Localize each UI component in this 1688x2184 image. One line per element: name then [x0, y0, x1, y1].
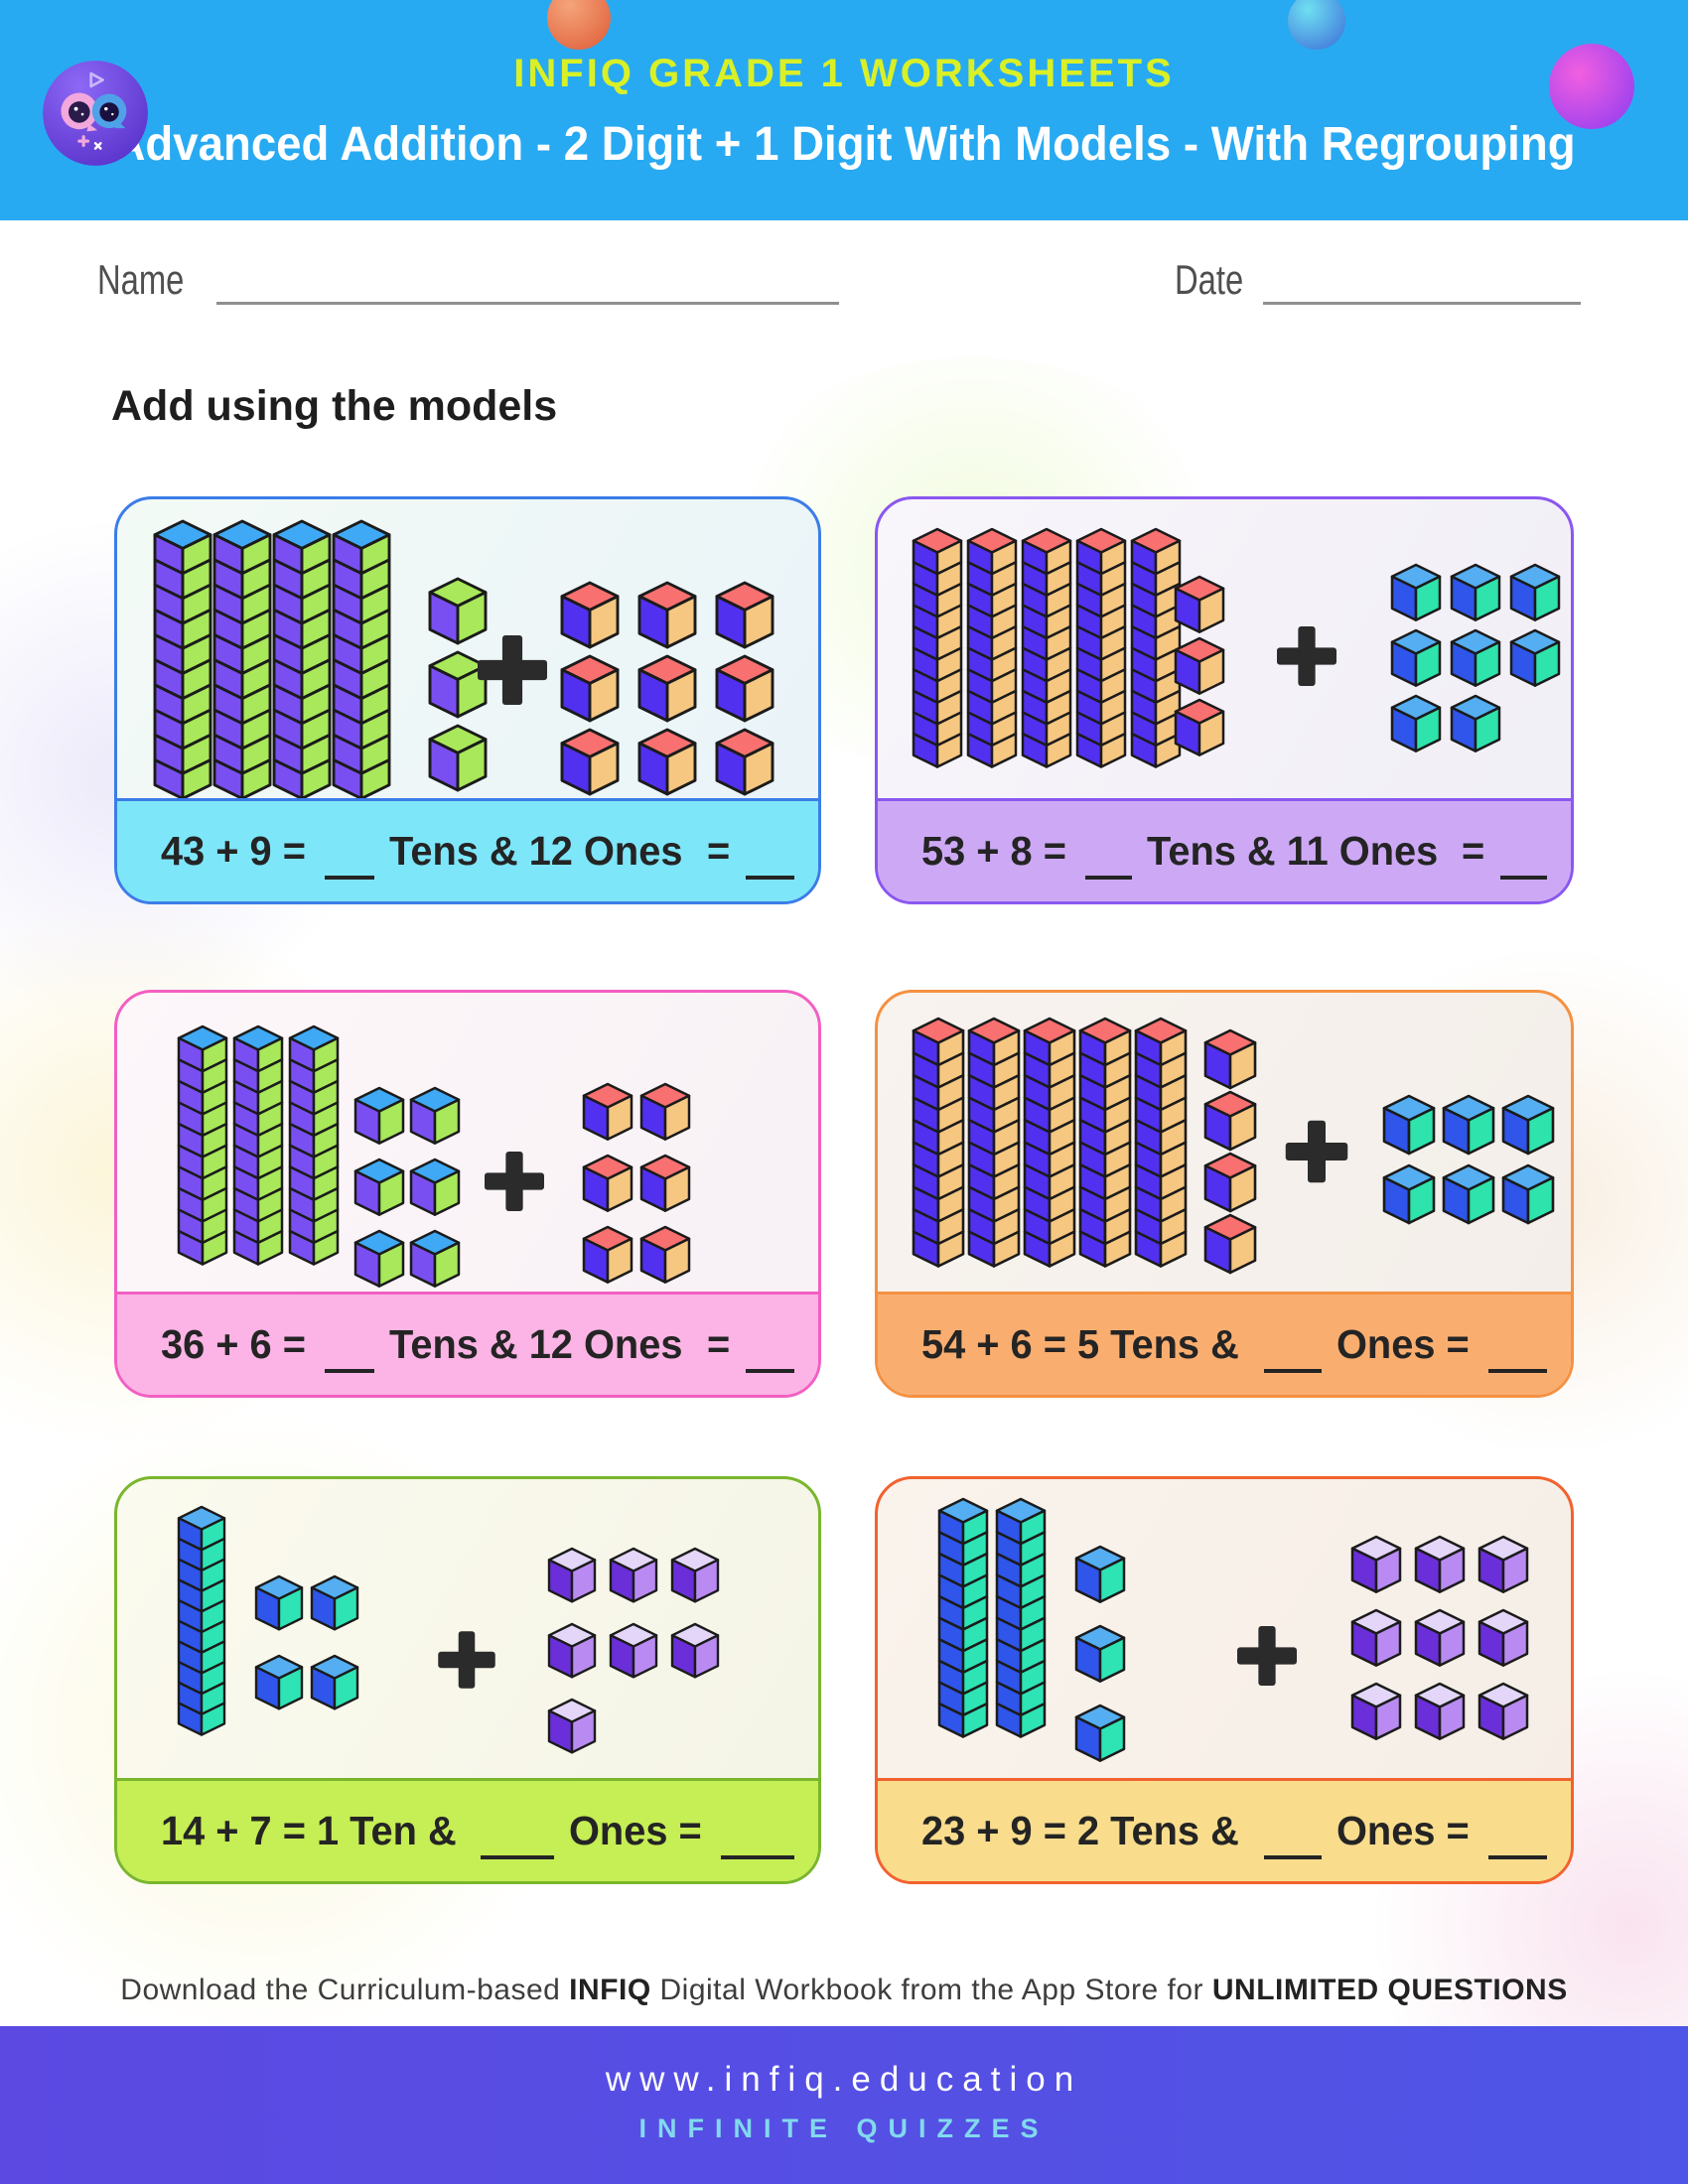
problem-5-card: 14 + 7 = 1 Ten & Ones = [114, 1476, 821, 1884]
problem-3-model-svg [177, 1024, 691, 1288]
problem-2-card: 53 + 8 = Tens & 11 Ones = [875, 496, 1574, 904]
problem-4-card: 54 + 6 = 5 Tens & Ones = [875, 990, 1574, 1398]
name-label: Name [97, 256, 185, 303]
problem-2-equation-text: = [1462, 828, 1485, 874]
problem-4-block-model [878, 993, 1571, 1293]
problem-2-equation-bar: 53 + 8 = Tens & 11 Ones = [878, 798, 1571, 901]
problem-2-answer-blank[interactable] [1085, 824, 1133, 880]
tagline: INFINITE QUIZZES [638, 2114, 1050, 2143]
problem-1-block-model [117, 499, 818, 799]
problem-1-equation-bar: 43 + 9 = Tens & 12 Ones = [117, 798, 818, 901]
footer-segment: INFIQ [569, 1974, 651, 2006]
problem-1-equation-text: 43 + 9 = [161, 828, 306, 874]
problem-3-equation-bar: 36 + 6 = Tens & 12 Ones = [117, 1292, 818, 1395]
problem-6-equation-bar: 23 + 9 = 2 Tens & Ones = [878, 1778, 1571, 1881]
problem-1-equation-text: Tens & 12 Ones [388, 828, 683, 874]
page-title: Advanced Addition - 2 Digit + 1 Digit Wi… [112, 118, 1576, 171]
problem-2-answer-blank[interactable] [1500, 824, 1547, 880]
problem-6-answer-blank[interactable] [1263, 1804, 1323, 1859]
problem-4-answer-blank[interactable] [1263, 1317, 1323, 1373]
problem-4-equation-bar: 54 + 6 = 5 Tens & Ones = [878, 1292, 1571, 1395]
problem-2-model-svg [912, 527, 1561, 768]
problem-6-model-svg [937, 1497, 1529, 1762]
problem-5-answer-blank[interactable] [720, 1804, 794, 1859]
date-label: Date [1175, 256, 1244, 303]
problem-3-equation-text: = [706, 1321, 730, 1367]
problem-4-model-svg [912, 1017, 1555, 1275]
header-banner: INFIQ GRADE 1 WORKSHEETS Advanced Additi… [0, 0, 1688, 220]
sphere-orange [547, 0, 611, 50]
problem-3-block-model [117, 993, 818, 1293]
problem-5-equation-text: 14 + 7 = 1 Ten & [161, 1808, 457, 1853]
problem-3-equation-text: 36 + 6 = [161, 1321, 306, 1367]
footer-segment: UNLIMITED QUESTIONS [1211, 1974, 1568, 2006]
problem-6-equation-text: Ones = [1336, 1808, 1471, 1853]
problem-4-answer-blank[interactable] [1488, 1317, 1547, 1373]
problem-1-answer-blank[interactable] [325, 824, 374, 880]
problem-5-block-model [117, 1479, 818, 1779]
problem-6-card: 23 + 9 = 2 Tens & Ones = [875, 1476, 1574, 1884]
brand-text: INFIQ GRADE 1 WORKSHEETS [513, 52, 1175, 95]
problem-6-answer-blank[interactable] [1488, 1804, 1547, 1859]
website-url: www.infiq.education [605, 2060, 1083, 2099]
problem-1-card: 43 + 9 = Tens & 12 Ones = [114, 496, 821, 904]
infiq-logo [43, 61, 148, 166]
name-line[interactable] [216, 256, 839, 305]
problem-4-equation-text: 54 + 6 = 5 Tens & [921, 1321, 1239, 1367]
problem-2-equation-text: 53 + 8 = [921, 828, 1066, 874]
footer-note: Download the Curriculum-based INFIQ Digi… [0, 1974, 1688, 2007]
problem-1-equation-text: = [706, 828, 730, 874]
problem-3-equation-text: Tens & 12 Ones [388, 1321, 683, 1367]
problem-1-model-svg [153, 519, 774, 799]
problem-3-card: 36 + 6 = Tens & 12 Ones = [114, 990, 821, 1398]
problem-5-equation-bar: 14 + 7 = 1 Ten & Ones = [117, 1778, 818, 1881]
sphere-blue [1288, 0, 1345, 50]
problem-1-answer-blank[interactable] [745, 824, 794, 880]
footer-segment: Digital Workbook from the App Store for [650, 1974, 1212, 2006]
problem-5-equation-text: Ones = [569, 1808, 702, 1853]
problem-5-answer-blank[interactable] [480, 1804, 555, 1859]
footer-segment: Download the Curriculum-based [120, 1974, 570, 2006]
problem-5-model-svg [177, 1505, 720, 1754]
problem-4-equation-text: Ones = [1336, 1321, 1471, 1367]
problem-3-answer-blank[interactable] [745, 1317, 794, 1373]
instruction-heading: Add using the models [111, 382, 558, 430]
sphere-magenta [1549, 44, 1634, 129]
problem-2-block-model [878, 499, 1571, 799]
problem-6-equation-text: 23 + 9 = 2 Tens & [921, 1808, 1239, 1853]
date-line[interactable] [1263, 256, 1581, 305]
problem-2-equation-text: Tens & 11 Ones [1147, 828, 1439, 874]
problem-6-block-model [878, 1479, 1571, 1779]
bottom-bar: www.infiq.education INFINITE QUIZZES [0, 2026, 1688, 2184]
problem-3-answer-blank[interactable] [325, 1317, 374, 1373]
